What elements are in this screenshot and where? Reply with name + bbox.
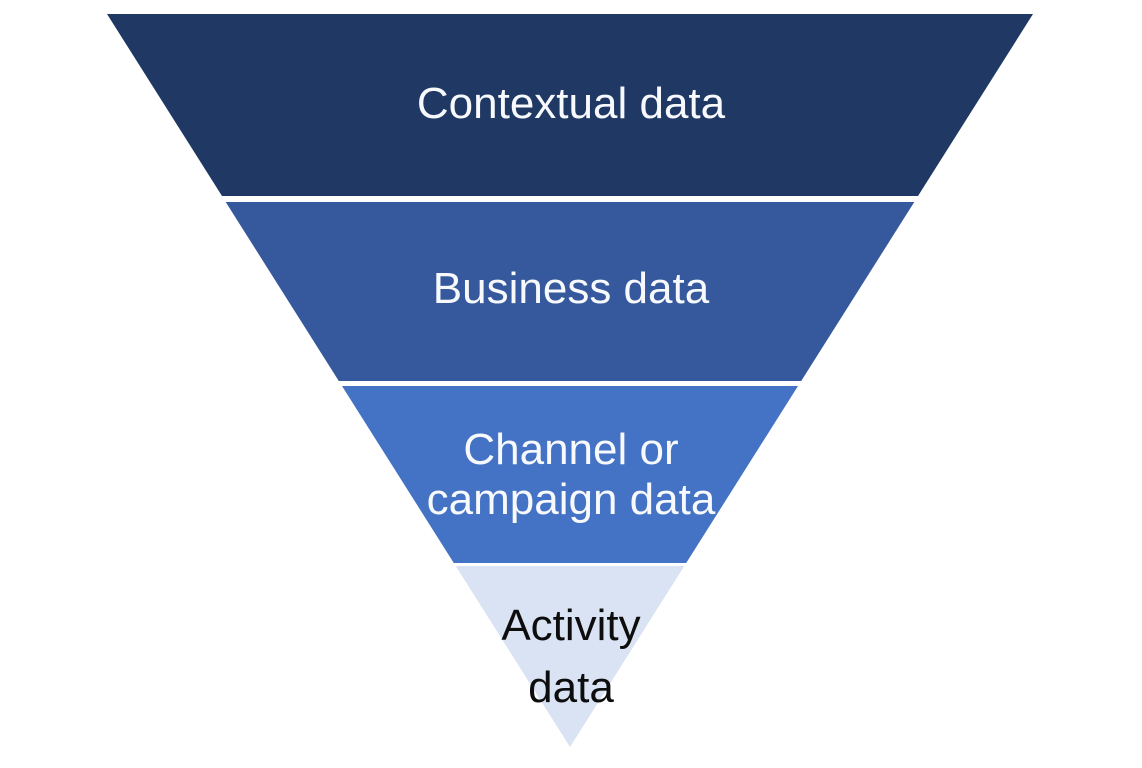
pyramid-layer-business-shape [225,202,915,381]
pyramid-layer-contextual-shape [107,14,1033,196]
pyramid-layer-activity-shape [455,566,685,747]
pyramid-layer-channel-shape [342,386,798,563]
